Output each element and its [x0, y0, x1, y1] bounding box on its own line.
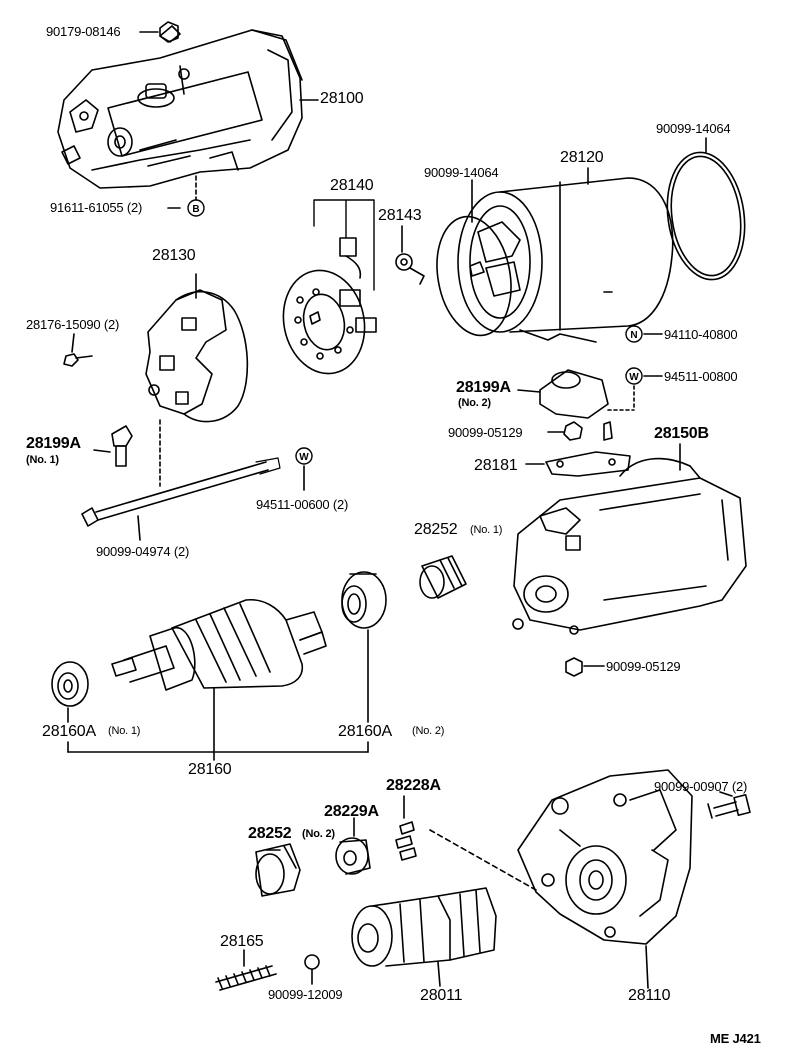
label-bolt-00907: 90099-00907 (2) — [654, 779, 748, 794]
label-bolt-top: 90179-08146 — [46, 24, 121, 39]
label-terminal-no2: 28199A — [456, 379, 511, 396]
label-bearing-no1: 28160A — [42, 723, 96, 740]
brush-spring-drawing — [395, 253, 425, 285]
drawing-code: ME J421 — [710, 1031, 761, 1046]
nut-icon — [563, 421, 583, 441]
label-washer-00600: 94511-00600 (2) — [256, 497, 349, 512]
bolt-00907-drawing — [707, 794, 751, 819]
label-brush-spring: 28143 — [378, 207, 422, 224]
starter-assembly-drawing — [57, 25, 303, 189]
label-o-ring-left: 90099-14064 — [424, 165, 499, 180]
terminal-plate-drawing — [545, 451, 631, 477]
bearing-no1-drawing — [51, 661, 89, 707]
marker-w-icon: W — [625, 367, 643, 385]
bearing-no2-drawing — [341, 571, 387, 629]
label-brush-holder: 28140 — [330, 177, 374, 194]
screw-icon — [63, 353, 79, 367]
label-terminal-no1: 28199A — [26, 435, 81, 452]
clutch-drawing — [351, 887, 497, 967]
label-gear-no2: 28252 — [248, 825, 292, 842]
label-end-frame: 28130 — [152, 247, 196, 264]
end-frame-drawing — [145, 273, 249, 423]
label-o-ring-right: 90099-14064 — [656, 121, 731, 136]
svg-text:N: N — [630, 330, 637, 341]
label-gear-no1-sub: (No. 1) — [470, 524, 503, 536]
o-ring-left-drawing — [436, 215, 512, 337]
magnetic-switch-drawing — [512, 457, 747, 635]
label-gear-no1: 28252 — [414, 521, 458, 538]
label-idler: 28229A — [324, 803, 379, 820]
label-washer-w: 94511-00800 — [664, 369, 738, 384]
label-bearing-no2-sub: (No. 2) — [412, 725, 445, 737]
label-yoke: 28120 — [560, 149, 604, 166]
label-magnetic-switch: 28150B — [654, 425, 709, 442]
label-starter-assembly: 28100 — [320, 90, 364, 107]
label-gear-no2-sub: (No. 2) — [302, 828, 335, 840]
gear-no1-drawing — [419, 555, 467, 599]
yoke-drawing — [457, 177, 674, 343]
idler-drawing — [335, 837, 371, 875]
label-bearing-no2: 28160A — [338, 723, 392, 740]
label-nut-bottom: 90099-05129 — [606, 659, 681, 674]
terminal-no2-drawing — [539, 369, 609, 419]
nut-icon — [565, 657, 583, 677]
label-through-bolt: 90099-04974 (2) — [96, 544, 190, 559]
label-clutch: 28011 — [420, 987, 463, 1004]
label-spring: 28165 — [220, 933, 264, 950]
label-ball: 90099-12009 — [268, 987, 343, 1002]
label-bearing-no1-sub: (No. 1) — [108, 725, 141, 737]
label-armature: 28160 — [188, 761, 232, 778]
nut-icon — [159, 21, 179, 43]
ball-icon — [304, 954, 320, 970]
retainer-drawing — [395, 821, 417, 861]
spring-drawing — [215, 965, 277, 991]
label-washer-n: 94110-40800 — [664, 327, 738, 342]
svg-text:B: B — [192, 204, 199, 215]
label-terminal-no1-sub: (No. 1) — [26, 454, 59, 466]
brush-holder-drawing — [282, 237, 377, 375]
label-terminal-plate: 28181 — [474, 457, 518, 474]
gear-no2-drawing — [255, 843, 301, 897]
housing-drawing — [517, 769, 693, 945]
svg-text:W: W — [629, 372, 639, 383]
label-screw: 28176-15090 (2) — [26, 317, 120, 332]
terminal-no1-drawing — [111, 425, 133, 467]
marker-w-icon: W — [295, 447, 313, 465]
label-nut-top: 90099-05129 — [448, 425, 523, 440]
o-ring-right-drawing — [666, 151, 746, 281]
svg-text:W: W — [299, 452, 309, 463]
label-retainer: 28228A — [386, 777, 441, 794]
through-bolt-drawing — [81, 457, 281, 527]
marker-b-icon: B — [187, 199, 205, 217]
marker-n-icon: N — [625, 325, 643, 343]
label-housing: 28110 — [628, 987, 671, 1004]
armature-drawing — [111, 598, 327, 691]
label-terminal-no2-sub: (No. 2) — [458, 397, 491, 409]
label-bolt-b: 91611-61055 (2) — [50, 200, 143, 215]
